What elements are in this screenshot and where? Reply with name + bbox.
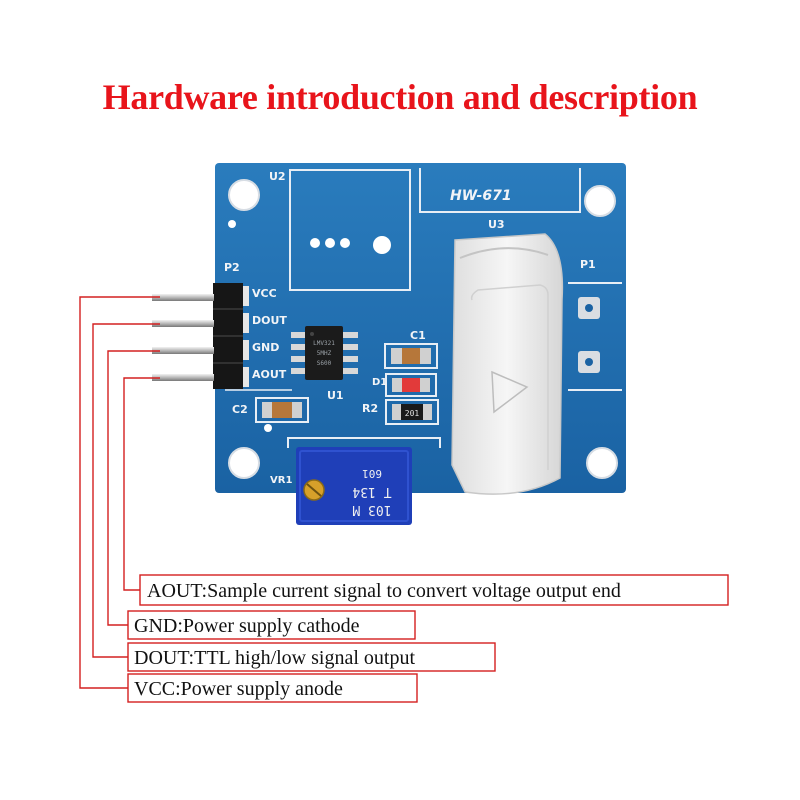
mount-hole-bottom-left [228,447,260,479]
description-list: AOUT:Sample current signal to convert vo… [127,574,729,703]
desc-aout-text: AOUT:Sample current signal to convert vo… [147,580,621,602]
leader-dout [92,323,160,658]
ic-marking-2: 5MHZ [317,350,332,357]
desc-dout: DOUT:TTL high/low signal output [127,642,496,672]
current-sensor-u3 [451,233,564,495]
leader-vcc [79,296,160,689]
pin-header-p2 [152,283,249,389]
trimpot-vr1: 103 M T 134 601 [296,447,412,525]
ic-marking-1: LMV321 [313,340,335,347]
desc-gnd: GND:Power supply cathode [127,610,416,640]
svg-text:103 M: 103 M [352,502,391,517]
leader-aout [123,377,160,591]
svg-text:T 134: T 134 [352,484,391,499]
u2-footprint [310,236,391,254]
ref-c1: C1 [410,329,426,342]
mount-hole-bottom-right [586,447,618,479]
trimpot-code-2: M [352,502,360,517]
resistor-r2: 201 [385,399,439,425]
p1-pads [578,297,600,373]
trimpot-code-4: 134 [352,484,376,499]
model-label: HW-671 [450,188,512,204]
desc-dout-text: DOUT:TTL high/low signal output [134,647,415,669]
ref-c2: C2 [232,403,248,416]
mount-hole-top-right [584,185,616,217]
pin-label-aout: AOUT [252,368,287,381]
silkscreen-labels: U2 HW-671 U3 P1 P2 VCC DOUT GND AOUT U1 … [224,170,596,486]
pin-label-dout: DOUT [252,314,287,327]
trimpot-code-1: 103 [368,502,391,517]
capacitor-c2 [255,397,309,423]
pin-label-gnd: GND [252,341,279,354]
ref-vr1: VR1 [270,475,292,486]
ref-r2: R2 [362,402,378,415]
header-pin-vcc [152,294,214,301]
ic-u1: LMV321 5MHZ S600 [291,326,358,380]
desc-aout: AOUT:Sample current signal to convert vo… [139,574,729,606]
pcb-board [215,163,626,493]
ic-marking-3: S600 [317,360,332,367]
desc-vcc-text: VCC:Power supply anode [134,678,343,700]
resistor-code: 201 [405,409,420,418]
ref-u1: U1 [327,389,344,402]
mount-hole-top-left [228,179,260,211]
ref-u3: U3 [488,218,505,231]
ref-p2: P2 [224,261,240,274]
desc-gnd-text: GND:Power supply cathode [134,615,360,637]
desc-vcc: VCC:Power supply anode [127,673,418,703]
pin-label-vcc: VCC [252,287,277,300]
trimpot-code-5: 601 [362,467,382,480]
capacitor-c1 [384,343,438,369]
header-pin-aout [152,374,214,381]
trimpot-code-3: T [384,484,392,499]
ref-d1: D1 [372,377,387,388]
leader-lines [79,296,160,689]
header-pin-dout [152,320,214,327]
ref-u2: U2 [269,170,286,183]
led-d1 [385,373,437,397]
leader-gnd [107,350,160,626]
header-pin-gnd [152,347,214,354]
page-title: Hardware introduction and description [102,77,698,117]
ref-p1: P1 [580,258,596,271]
